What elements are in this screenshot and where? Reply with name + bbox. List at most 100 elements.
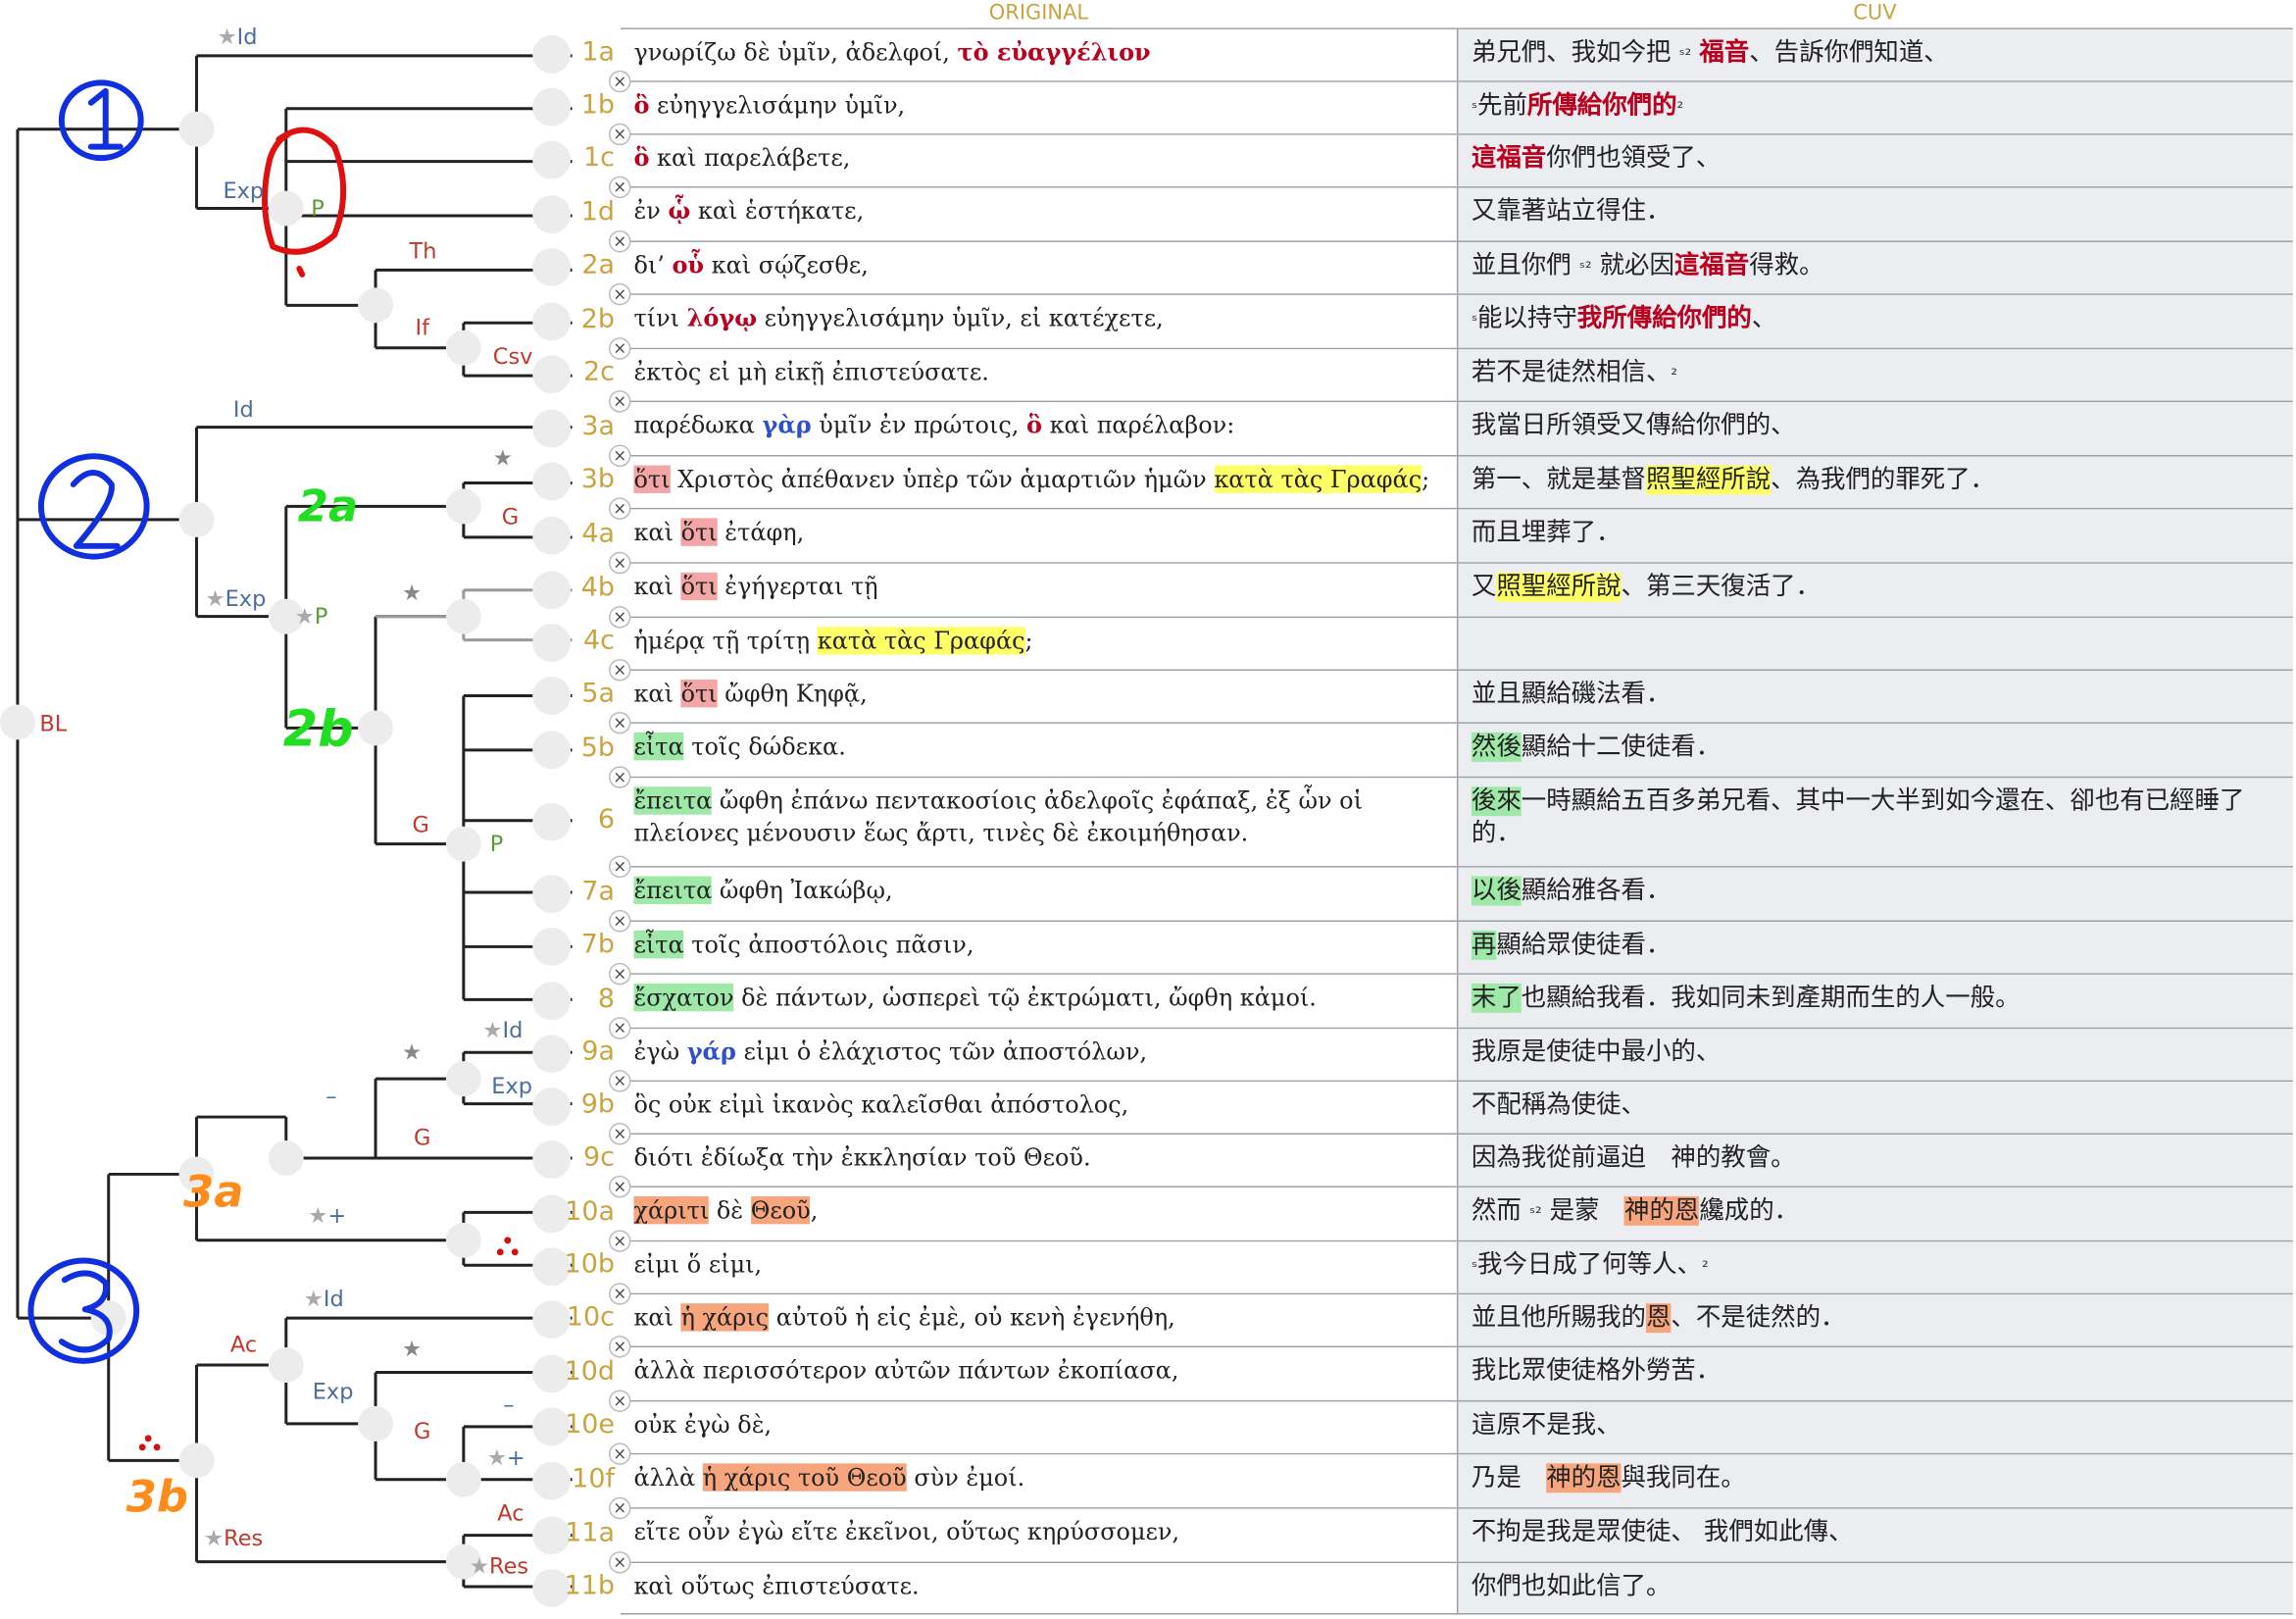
original-cell[interactable]: ἔπειτα ὤφθη Ἰακώβῳ, bbox=[620, 867, 1457, 921]
tree-label[interactable]: G bbox=[414, 1418, 430, 1444]
verse-dot[interactable] bbox=[532, 1035, 572, 1074]
verse-dot[interactable] bbox=[532, 462, 572, 501]
star-icon[interactable]: ★ bbox=[482, 1017, 503, 1044]
verse-dot[interactable] bbox=[532, 140, 572, 179]
cuv-cell[interactable]: 我比眾使徒格外勞苦． bbox=[1456, 1347, 2293, 1400]
star-icon[interactable]: ★ bbox=[303, 1286, 324, 1313]
remove-break-icon[interactable]: × bbox=[609, 282, 631, 306]
tree-label[interactable]: – bbox=[503, 1391, 514, 1418]
verse-dot[interactable] bbox=[532, 34, 572, 74]
tree-label[interactable]: ★+ bbox=[487, 1444, 525, 1471]
original-cell[interactable]: καὶ ὅτι ἐτάφη, bbox=[620, 509, 1457, 563]
verse-dot[interactable] bbox=[532, 1407, 572, 1446]
original-cell[interactable]: ἡμέρᾳ τῇ τρίτῃ κατὰ τὰς Γραφάς; bbox=[620, 618, 1457, 670]
remove-break-icon[interactable]: × bbox=[609, 551, 631, 575]
cuv-cell[interactable]: 又照聖經所說、第三天復活了． bbox=[1456, 563, 2293, 617]
verse-dot[interactable] bbox=[532, 570, 572, 609]
tree-label[interactable]: ★Res bbox=[204, 1525, 263, 1551]
remove-break-icon[interactable]: × bbox=[609, 123, 631, 146]
star-icon[interactable]: ★ bbox=[205, 585, 225, 613]
remove-break-icon[interactable]: × bbox=[609, 1336, 631, 1358]
remove-break-icon[interactable]: × bbox=[609, 1496, 631, 1520]
verse-dot[interactable] bbox=[532, 927, 572, 966]
cuv-cell[interactable]: 後來一時顯給五百多弟兄看、其中一大半到如今還在、卻也有已經睡了的． bbox=[1456, 778, 2293, 867]
cuv-cell[interactable]: 不配稱為使徒、 bbox=[1456, 1082, 2293, 1134]
cuv-cell[interactable]: 不拘是我是眾使徒、 我們如此傳、 bbox=[1456, 1508, 2293, 1562]
verse-dot[interactable] bbox=[532, 874, 572, 913]
tree-label[interactable]: Exp bbox=[491, 1073, 532, 1099]
remove-break-icon[interactable]: × bbox=[609, 855, 631, 879]
cuv-cell[interactable]: ˢ先前所傳給你們的² bbox=[1456, 81, 2293, 134]
original-cell[interactable]: διότι ἐδίωξα τὴν ἐκκλησίαν τοῦ Θεοῦ. bbox=[620, 1135, 1457, 1187]
remove-break-icon[interactable]: × bbox=[609, 711, 631, 734]
cuv-cell[interactable]: 我原是使徒中最小的、 bbox=[1456, 1029, 2293, 1081]
verse-dot[interactable] bbox=[532, 1193, 572, 1233]
original-cell[interactable]: ὃ εὐηγγελισάμην ὑμῖν, bbox=[620, 81, 1457, 134]
remove-break-icon[interactable]: × bbox=[609, 1070, 631, 1092]
tree-label[interactable]: P bbox=[311, 195, 324, 222]
remove-break-icon[interactable]: × bbox=[609, 1123, 631, 1145]
star-icon[interactable]: ★ bbox=[492, 444, 513, 472]
star-icon[interactable]: ★ bbox=[402, 1038, 423, 1066]
remove-break-icon[interactable]: × bbox=[609, 1551, 631, 1574]
verse-dot[interactable] bbox=[532, 981, 572, 1020]
tree-label[interactable]: If bbox=[415, 314, 429, 340]
remove-break-icon[interactable]: × bbox=[609, 606, 631, 629]
remove-break-icon[interactable]: × bbox=[609, 910, 631, 933]
verse-dot[interactable] bbox=[532, 247, 572, 286]
original-cell[interactable]: γνωρίζω δὲ ὑμῖν, ἀδελφοί, τὸ εὐαγγέλιον bbox=[620, 28, 1457, 81]
tree-label[interactable]: ★Res bbox=[470, 1553, 528, 1580]
star-icon[interactable]: ★ bbox=[402, 580, 423, 607]
tree-label[interactable]: ★+ bbox=[308, 1202, 346, 1229]
remove-break-icon[interactable]: × bbox=[609, 1017, 631, 1039]
original-cell[interactable]: εἶτα τοῖς ἀποστόλοις πᾶσιν, bbox=[620, 921, 1457, 974]
remove-break-icon[interactable]: × bbox=[609, 659, 631, 682]
tree-label[interactable]: G bbox=[414, 1125, 430, 1151]
original-cell[interactable]: εἴτε οὖν ἐγὼ εἴτε ἐκεῖνοι, οὕτως κηρύσσο… bbox=[620, 1508, 1457, 1562]
original-cell[interactable]: καὶ ἡ χάρις αὐτοῦ ἡ εἰς ἐμὲ, οὐ κενὴ ἐγε… bbox=[620, 1294, 1457, 1346]
verse-dot[interactable] bbox=[532, 87, 572, 126]
original-cell[interactable]: καὶ ὅτι ὤφθη Κηφᾷ, bbox=[620, 671, 1457, 723]
star-icon[interactable]: ★ bbox=[308, 1201, 328, 1229]
tree-label[interactable]: ★Id bbox=[217, 24, 257, 50]
original-cell[interactable]: καὶ οὕτως ἐπιστεύσατε. bbox=[620, 1563, 1457, 1613]
verse-dot[interactable] bbox=[532, 1247, 572, 1287]
original-cell[interactable]: χάριτι δὲ Θεοῦ, bbox=[620, 1187, 1457, 1240]
cuv-cell[interactable]: ˢ能以持守我所傳給你們的、 bbox=[1456, 294, 2293, 348]
original-cell[interactable]: ἀλλὰ ἡ χάρις τοῦ Θεοῦ σὺν ἐμοί. bbox=[620, 1454, 1457, 1508]
tree-label[interactable]: ★Exp bbox=[205, 585, 266, 612]
tree-label[interactable]: ★Id bbox=[304, 1286, 344, 1312]
star-icon[interactable]: ★ bbox=[402, 1336, 423, 1363]
tree-label[interactable]: Exp bbox=[313, 1378, 354, 1404]
cuv-cell[interactable]: 第一、就是基督照聖經所說、為我們的罪死了． bbox=[1456, 456, 2293, 508]
tree-label[interactable]: G bbox=[502, 503, 519, 530]
original-cell[interactable]: ἀλλὰ περισσότερον αὐτῶν πάντων ἐκοπίασα, bbox=[620, 1347, 1457, 1400]
cuv-cell[interactable]: 然後顯給十二使徒看． bbox=[1456, 723, 2293, 777]
original-cell[interactable]: ὃς οὐκ εἰμὶ ἱκανὸς καλεῖσθαι ἀπόστολος, bbox=[620, 1082, 1457, 1134]
star-icon[interactable]: ★ bbox=[486, 1443, 507, 1471]
remove-break-icon[interactable]: × bbox=[609, 1283, 631, 1305]
cuv-cell[interactable]: 又靠著站立得住． bbox=[1456, 187, 2293, 241]
original-cell[interactable]: εἰμι ὅ εἰμι, bbox=[620, 1241, 1457, 1293]
original-cell[interactable]: ἐκτὸς εἰ μὴ εἰκῇ ἐπιστεύσατε. bbox=[620, 349, 1457, 401]
cuv-cell[interactable] bbox=[1456, 618, 2293, 670]
remove-break-icon[interactable]: × bbox=[609, 337, 631, 360]
tree-label[interactable]: Csv bbox=[493, 343, 533, 370]
cuv-cell[interactable]: 而且埋葬了． bbox=[1456, 509, 2293, 563]
remove-break-icon[interactable]: × bbox=[609, 1175, 631, 1198]
tree-label[interactable]: BL bbox=[39, 710, 67, 736]
cuv-cell[interactable]: 並且他所賜我的恩、不是徒然的． bbox=[1456, 1294, 2293, 1346]
original-cell[interactable]: τίνι λόγῳ εὐηγγελισάμην ὑμῖν, εἰ κατέχετ… bbox=[620, 294, 1457, 348]
remove-break-icon[interactable]: × bbox=[609, 962, 631, 986]
cuv-cell[interactable]: 你們也如此信了。 bbox=[1456, 1563, 2293, 1613]
tree-label[interactable]: G bbox=[412, 812, 428, 838]
original-cell[interactable]: ἐν ᾧ καὶ ἑστήκατε, bbox=[620, 187, 1457, 241]
original-cell[interactable]: καὶ ὅτι ἐγήγερται τῇ bbox=[620, 563, 1457, 617]
star-icon[interactable]: ★ bbox=[294, 603, 315, 631]
remove-break-icon[interactable]: × bbox=[609, 444, 631, 467]
original-cell[interactable]: δι’ οὗ καὶ σῴζεσθε, bbox=[620, 241, 1457, 294]
verse-dot[interactable] bbox=[532, 624, 572, 663]
cuv-cell[interactable]: 並且顯給磯法看． bbox=[1456, 671, 2293, 723]
cuv-cell[interactable]: 這福音你們也領受了、 bbox=[1456, 134, 2293, 187]
tree-label[interactable]: – bbox=[325, 1084, 336, 1110]
